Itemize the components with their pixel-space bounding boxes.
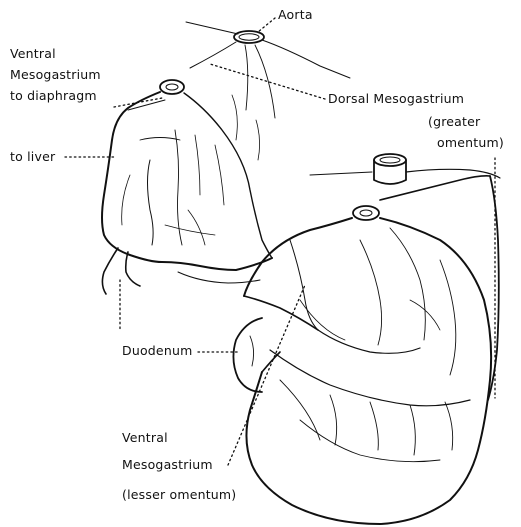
label-to-diaphragm: to diaphragm [10,88,97,104]
label-omentum: omentum) [437,135,504,151]
label-duodenum: Duodenum [122,343,192,359]
rotated-stomach-drawing [233,154,500,524]
label-aorta: Aorta [278,7,313,23]
label-ventral-mesogastrium-2: Mesogastrium [10,67,101,83]
label-mesogastrium-lower: Mesogastrium [122,457,213,473]
label-ventral-lower: Ventral [122,430,168,446]
leader-lines [65,18,495,465]
label-ventral-mesogastrium-1: Ventral [10,46,56,62]
label-to-liver: to liver [10,149,55,165]
label-dorsal-mesogastrium: Dorsal Mesogastrium [328,91,464,107]
label-greater: (greater [428,114,480,130]
early-stomach-drawing [102,22,350,294]
label-lesser-omentum: (lesser omentum) [122,487,236,503]
